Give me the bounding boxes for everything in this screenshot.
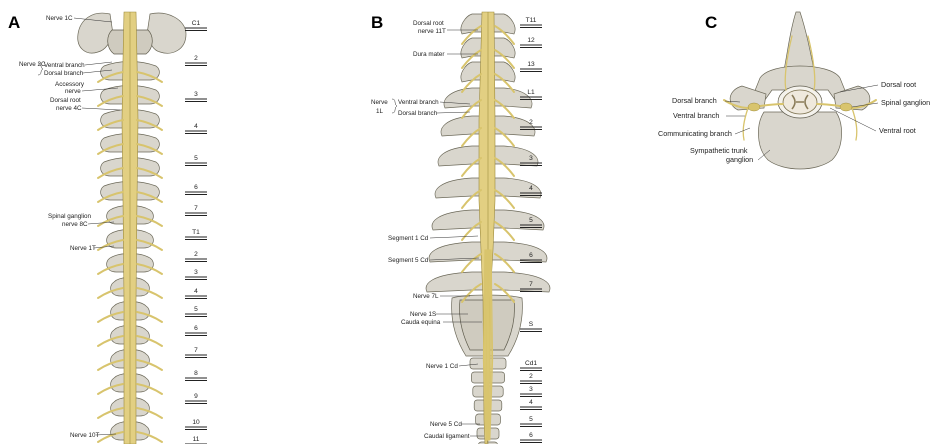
label-spinal-ganglion-c: Spinal ganglion — [881, 98, 930, 107]
label-nerve-10t: Nerve 10T — [70, 432, 100, 439]
label-dorsal-root-b-2: nerve 11T — [418, 28, 446, 35]
segment-label: 5 — [194, 155, 198, 162]
panel-a-letter: A — [8, 13, 20, 32]
segment-label: 3 — [529, 386, 533, 393]
segment-label: 10 — [192, 419, 200, 426]
segment-label: S — [529, 321, 534, 328]
label-dorsal-root-a-1: Dorsal root — [50, 97, 81, 104]
segment-label: T11 — [526, 17, 537, 24]
label-cauda-equina: Cauda equina — [401, 319, 441, 326]
panel-c-letter: C — [705, 13, 717, 32]
label-sympathetic-trunk-2: ganglion — [726, 155, 753, 164]
label-communicating-branch-c: Communicating branch — [658, 129, 732, 138]
label-nerve-2c-a: Nerve 2C — [19, 61, 46, 68]
segment-label: 9 — [194, 393, 198, 400]
label-dorsal-branch-a: Dorsal branch — [44, 70, 84, 77]
segment-label: 6 — [194, 184, 198, 191]
label-accessory-nerve-1: Accessory — [55, 81, 85, 88]
segment-label: 6 — [529, 432, 533, 439]
label-accessory-nerve-2: nerve — [65, 88, 81, 95]
label-nerve-1cd: Nerve 1 Cd — [426, 363, 458, 370]
segment-label: 4 — [194, 123, 198, 130]
label-ventral-branch-b: Ventral branch — [398, 99, 439, 106]
segment-label: 6 — [529, 252, 533, 259]
label-nerve-1c: Nerve 1C — [46, 15, 73, 22]
panel-a: A Nerve 1C Nerve 2C Ventral branch Dorsa… — [8, 12, 207, 444]
segment-label: 5 — [529, 416, 533, 423]
label-dorsal-root-b-1: Dorsal root — [413, 20, 444, 27]
label-nerve-1l-1: Nerve — [371, 99, 388, 106]
label-ventral-branch-c: Ventral branch — [673, 111, 719, 120]
segment-label: 3 — [194, 91, 198, 98]
label-segment-1cd: Segment 1 Cd — [388, 235, 429, 242]
segment-label: 7 — [194, 347, 198, 354]
label-ventral-branch-a: Ventral branch — [44, 62, 85, 69]
segment-label: 2 — [529, 373, 533, 380]
segment-label: 2 — [194, 55, 198, 62]
segment-label: 2 — [194, 251, 198, 258]
label-dorsal-branch-c: Dorsal branch — [672, 96, 717, 105]
label-nerve-1t: Nerve 1T — [70, 245, 96, 252]
panel-b-labels: Dorsal root nerve 11T Dura mater Nerve 1… — [371, 20, 484, 440]
segment-label: 4 — [529, 399, 533, 406]
label-spinal-ganglion-a-1: Spinal ganglion — [48, 213, 92, 220]
label-ventral-root-c: Ventral root — [879, 126, 916, 135]
label-nerve-1s: Nerve 1S — [410, 311, 436, 318]
segment-label: 5 — [194, 306, 198, 313]
panel-a-spine-illustration — [78, 12, 186, 444]
segment-label: 13 — [527, 61, 535, 68]
segment-label: 12 — [527, 37, 535, 44]
segment-label: 7 — [529, 281, 533, 288]
segment-label: 4 — [529, 185, 533, 192]
segment-label: 11 — [193, 436, 200, 443]
segment-label: 6 — [194, 325, 198, 332]
label-nerve-7l: Nerve 7L — [413, 293, 439, 300]
segment-label: 2 — [529, 119, 533, 126]
label-sympathetic-trunk-1: Sympathetic trunk — [690, 146, 748, 155]
label-dorsal-root-a-2: nerve 4C — [56, 105, 82, 112]
label-segment-5cd: Segment 5 Cd — [388, 257, 429, 264]
segment-label: T1 — [192, 229, 200, 236]
segment-label: L1 — [527, 89, 535, 96]
panel-b: B Dorsal root nerve 11T Dura mater Nerve… — [371, 12, 550, 444]
label-dorsal-root-c: Dorsal root — [881, 80, 916, 89]
label-dorsal-branch-b: Dorsal branch — [398, 110, 438, 117]
label-caudal-ligament: Caudal ligament — [424, 433, 470, 440]
segment-label: C1 — [192, 20, 201, 27]
segment-label: 4 — [194, 288, 198, 295]
panel-b-letter: B — [371, 13, 383, 32]
segment-label: 7 — [194, 205, 198, 212]
label-nerve-1l-2: 1L — [376, 108, 384, 115]
segment-label: 8 — [194, 370, 198, 377]
segment-label: 3 — [529, 155, 533, 162]
label-dura-mater: Dura mater — [413, 51, 445, 58]
segment-label: 3 — [194, 269, 198, 276]
label-nerve-5cd: Nerve 5 Cd — [430, 421, 462, 428]
segment-label: Cd1 — [525, 360, 537, 367]
segment-label: 5 — [529, 217, 533, 224]
panel-c: C Dorsal root — [658, 12, 930, 169]
label-spinal-ganglion-a-2: nerve 8C — [62, 221, 88, 228]
